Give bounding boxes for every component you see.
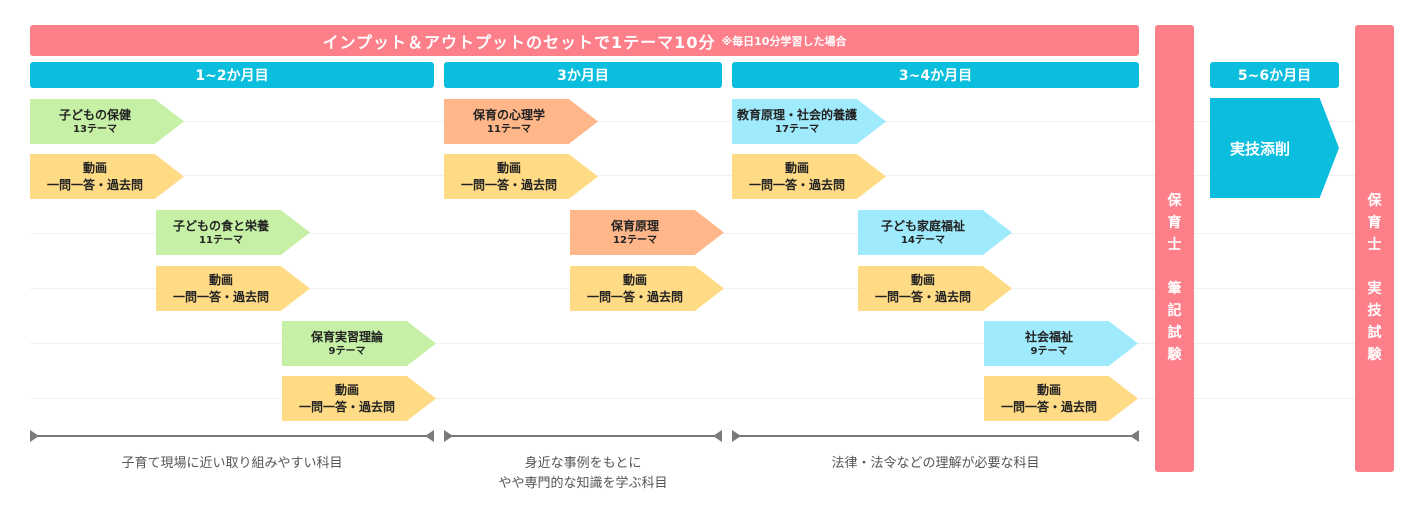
video-label: 動画 xyxy=(784,161,809,176)
range-caption-3: 法律・法令などの理解が必要な科目 xyxy=(732,454,1139,474)
exam-char: 記 xyxy=(1167,303,1182,319)
video-label: 動画 xyxy=(1036,383,1061,398)
month-header-3: 3か月目 xyxy=(444,62,722,88)
subject-name: 教育原理・社会的養護 xyxy=(736,107,857,122)
subject-name: 社会福祉 xyxy=(1024,329,1073,344)
month-header-5-6: 5~6か月目 xyxy=(1210,62,1339,88)
subject-child-family-welfare: 子ども家庭福祉 14テーマ xyxy=(858,210,1012,255)
theme-count: 11テーマ xyxy=(487,123,531,135)
grid-line xyxy=(30,343,1395,344)
caption-line: 子育て現場に近い取り組みやすい科目 xyxy=(121,456,343,471)
video-label: 動画 xyxy=(334,383,359,398)
video-quiz-block: 動画 一問一答・過去問 xyxy=(858,266,1012,311)
video-label: 動画 xyxy=(208,273,233,288)
caption-line: 身近な事例をもとに xyxy=(524,456,642,471)
video-label: 動画 xyxy=(82,161,107,176)
month-header-3-4: 3~4か月目 xyxy=(732,62,1139,88)
theme-count: 17テーマ xyxy=(775,123,819,135)
subject-education-social-care: 教育原理・社会的養護 17テーマ xyxy=(732,99,886,144)
subject-name: 保育の心理学 xyxy=(472,107,545,122)
theme-count: 11テーマ xyxy=(199,234,243,246)
subject-name: 子どもの食と栄養 xyxy=(172,218,269,233)
range-arrow-1 xyxy=(30,430,434,442)
range-caption-2: 身近な事例をもとに やや専門的な知識を学ぶ科目 xyxy=(444,454,722,494)
subject-name: 保育実習理論 xyxy=(310,329,383,344)
caption-line: 法律・法令などの理解が必要な科目 xyxy=(831,456,1040,471)
range-caption-1: 子育て現場に近い取り組みやすい科目 xyxy=(30,454,434,474)
quiz-label: 一問一答・過去問 xyxy=(460,177,557,192)
video-quiz-block: 動画 一問一答・過去問 xyxy=(444,154,598,199)
exam-char: 育 xyxy=(1167,215,1182,231)
video-label: 動画 xyxy=(496,161,521,176)
subject-child-health: 子どもの保健 13テーマ xyxy=(30,99,184,144)
month-header-1-2: 1~2か月目 xyxy=(30,62,434,88)
exam-char: 験 xyxy=(1167,347,1182,363)
theme-count: 9テーマ xyxy=(1030,345,1068,357)
grid-line xyxy=(30,121,1395,122)
exam-char: 保 xyxy=(1167,193,1182,209)
range-arrow-2 xyxy=(444,430,722,442)
study-time-banner: インプット＆アウトプットのセットで1テーマ10分 ※毎日10分学習した場合 xyxy=(30,25,1139,56)
practical-correction-block: 実技添削 xyxy=(1210,98,1339,198)
quiz-label: 一問一答・過去問 xyxy=(1000,399,1097,414)
theme-count: 12テーマ xyxy=(613,234,657,246)
quiz-label: 一問一答・過去問 xyxy=(298,399,395,414)
subject-childcare-psychology: 保育の心理学 11テーマ xyxy=(444,99,598,144)
exam-char: 育 xyxy=(1367,215,1382,231)
practical-exam-bar: 保 育 士 実 技 試 験 xyxy=(1355,25,1394,472)
video-label: 動画 xyxy=(910,273,935,288)
exam-char: 技 xyxy=(1367,303,1382,319)
range-arrow-3 xyxy=(732,430,1139,442)
exam-char: 実 xyxy=(1367,281,1382,297)
subject-childcare-principles: 保育原理 12テーマ xyxy=(570,210,724,255)
theme-count: 9テーマ xyxy=(328,345,366,357)
subject-child-nutrition: 子どもの食と栄養 11テーマ xyxy=(156,210,310,255)
quiz-label: 一問一答・過去問 xyxy=(748,177,845,192)
subject-name: 子ども家庭福祉 xyxy=(880,218,965,233)
exam-char: 士 xyxy=(1367,237,1382,253)
exam-char: 士 xyxy=(1167,237,1182,253)
exam-char: 試 xyxy=(1367,325,1382,341)
quiz-label: 一問一答・過去問 xyxy=(172,289,269,304)
caption-line: やや専門的な知識を学ぶ科目 xyxy=(498,476,668,492)
written-exam-bar: 保 育 士 筆 記 試 験 xyxy=(1155,25,1194,472)
quiz-label: 一問一答・過去問 xyxy=(46,177,143,192)
practical-label: 実技添削 xyxy=(1230,139,1291,158)
video-label: 動画 xyxy=(622,273,647,288)
exam-char: 保 xyxy=(1367,193,1382,209)
grid-line xyxy=(30,398,1395,399)
exam-char: 筆 xyxy=(1167,281,1182,297)
video-quiz-block: 動画 一問一答・過去問 xyxy=(282,376,436,421)
grid-line xyxy=(30,175,1395,176)
banner-title: インプット＆アウトプットのセットで1テーマ10分 xyxy=(322,32,716,52)
theme-count: 14テーマ xyxy=(901,234,945,246)
subject-name: 子どもの保健 xyxy=(58,107,131,122)
exam-char: 試 xyxy=(1167,325,1182,341)
subject-childcare-practice-theory: 保育実習理論 9テーマ xyxy=(282,321,436,366)
theme-count: 13テーマ xyxy=(73,123,117,135)
exam-char: 験 xyxy=(1367,347,1382,363)
subject-social-welfare: 社会福祉 9テーマ xyxy=(984,321,1138,366)
video-quiz-block: 動画 一問一答・過去問 xyxy=(570,266,724,311)
banner-note: ※毎日10分学習した場合 xyxy=(721,34,847,48)
quiz-label: 一問一答・過去問 xyxy=(874,289,971,304)
video-quiz-block: 動画 一問一答・過去問 xyxy=(732,154,886,199)
video-quiz-block: 動画 一問一答・過去問 xyxy=(984,376,1138,421)
video-quiz-block: 動画 一問一答・過去問 xyxy=(156,266,310,311)
video-quiz-block: 動画 一問一答・過去問 xyxy=(30,154,184,199)
quiz-label: 一問一答・過去問 xyxy=(586,289,683,304)
subject-name: 保育原理 xyxy=(610,218,659,233)
